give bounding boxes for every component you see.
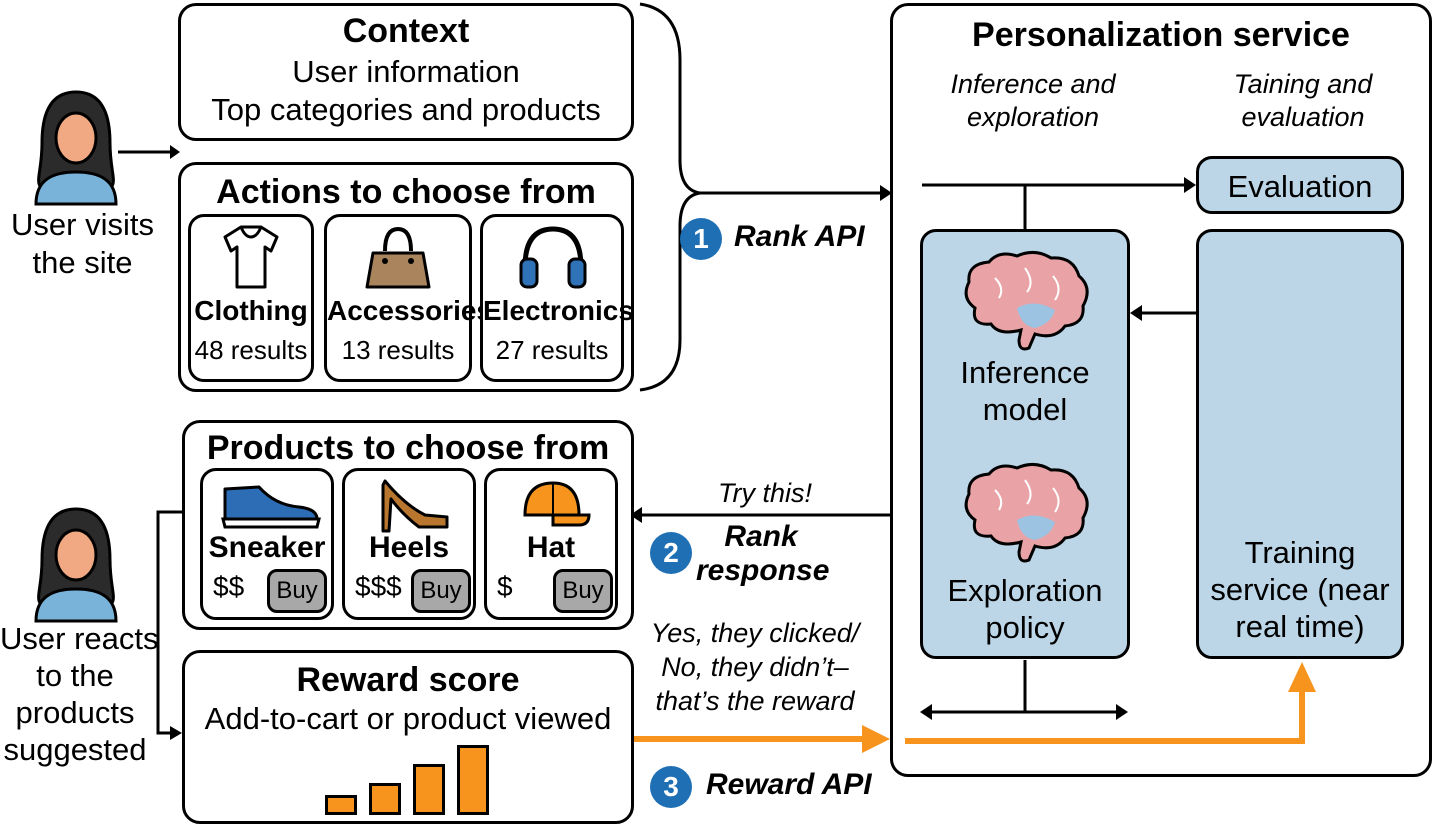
product-price: $$$	[355, 571, 402, 602]
context-top-categories: Top categories and products	[211, 92, 601, 127]
user-avatar-icon	[34, 507, 118, 623]
context-title: Context	[342, 12, 470, 50]
brain-icon	[964, 463, 1089, 563]
context-brace	[639, 2, 701, 392]
product-price: $	[497, 571, 513, 602]
try-this-note: Try this!	[718, 478, 812, 508]
hat-icon	[523, 481, 591, 527]
exploration-policy-label: Exploration policy	[947, 573, 1103, 645]
product-card-sneaker[interactable]: Sneaker $$ Buy	[200, 468, 334, 620]
reward-to-training-arrow	[905, 690, 1305, 744]
step-1-badge: 1	[680, 218, 722, 260]
action-count: 27 results	[495, 335, 609, 365]
product-price: $$	[213, 571, 245, 602]
reward-title: Reward score	[296, 661, 520, 699]
reward-api-label: Reward API	[706, 768, 872, 801]
action-card-accessories[interactable]: Accessories 13 results	[324, 214, 493, 382]
buy-button[interactable]: Buy	[267, 569, 327, 613]
evaluation-box[interactable]: Evaluation	[1196, 156, 1404, 214]
products-title: Products to choose from	[206, 429, 610, 467]
user-reacts-label: User reacts to the products suggested	[0, 621, 159, 767]
action-label: Accessories	[327, 295, 493, 326]
reward-subtitle: Add-to-cart or product viewed	[204, 701, 612, 736]
evaluation-label: Evaluation	[1227, 169, 1373, 204]
action-count: 48 results	[194, 335, 308, 365]
reward-bars	[325, 735, 505, 815]
step-2-badge: 2	[650, 532, 692, 574]
reward-box: Reward score Add-to-cart or product view…	[182, 650, 634, 824]
training-service-panel: Training service (near real time)	[1196, 229, 1404, 659]
inference-exploration-heading: Inference and exploration	[950, 69, 1116, 132]
action-label: Electronics	[483, 295, 634, 326]
rank-response-label: Rank response	[696, 520, 830, 587]
action-count: 13 results	[341, 335, 455, 365]
product-label: Hat	[526, 531, 576, 564]
inference-exploration-panel: Inference model Exploration policy	[920, 229, 1130, 659]
personalization-service-box: Personalization service Inference and ex…	[890, 3, 1432, 777]
action-card-clothing[interactable]: Clothing 48 results	[188, 214, 314, 382]
action-label: Clothing	[194, 295, 308, 326]
product-label: Sneaker	[208, 531, 326, 564]
context-box: Context User information Top categories …	[178, 3, 634, 141]
user-visits-label: User visits	[11, 207, 154, 242]
reward-note: Yes, they clicked/ No, they didn’t– that…	[650, 618, 860, 716]
product-card-hat[interactable]: Hat $ Buy	[484, 468, 618, 620]
sneaker-icon	[221, 485, 321, 529]
heels-icon	[381, 479, 449, 533]
buy-button[interactable]: Buy	[553, 569, 613, 613]
user-avatar-icon	[34, 90, 118, 206]
context-user-info: User information	[292, 54, 520, 89]
handbag-icon	[365, 226, 431, 289]
tshirt-icon	[223, 225, 279, 289]
brain-icon	[964, 251, 1089, 351]
reward-bar	[457, 745, 489, 815]
reward-bar	[325, 795, 357, 815]
reward-bar	[413, 764, 445, 815]
service-title: Personalization service	[972, 16, 1350, 54]
inference-model-label: Inference model	[960, 355, 1090, 427]
product-card-heels[interactable]: Heels $$$ Buy	[342, 468, 476, 620]
actions-title: Actions to choose from	[216, 173, 596, 211]
buy-button[interactable]: Buy	[411, 569, 471, 613]
products-to-reward-connector	[156, 510, 182, 735]
reward-bar	[369, 783, 401, 815]
product-label: Heels	[368, 531, 450, 564]
training-evaluation-heading: Taining and evaluation	[1233, 69, 1373, 132]
headphones-icon	[519, 226, 587, 289]
training-service-label: Training service (near real time)	[1210, 535, 1390, 644]
step-3-badge: 3	[650, 766, 692, 808]
action-card-electronics[interactable]: Electronics 27 results	[480, 214, 634, 382]
rank-api-label: Rank API	[734, 220, 865, 253]
